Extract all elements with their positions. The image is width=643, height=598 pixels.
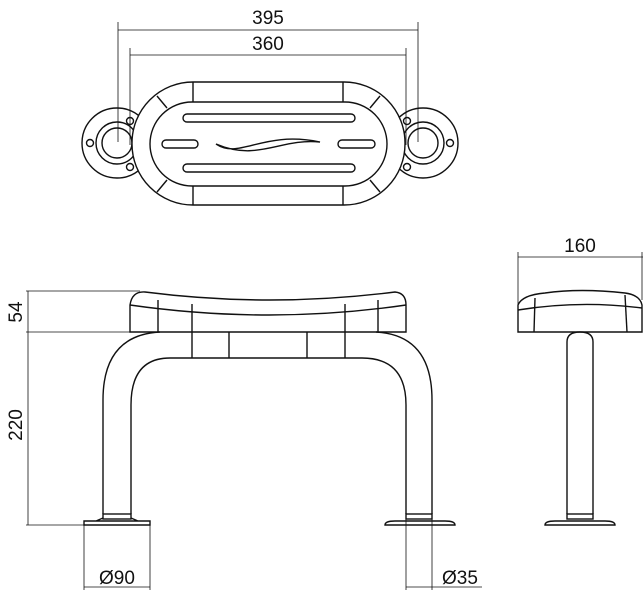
dimension-diameter-35: Ø35 [405, 519, 482, 590]
dimension-label-160: 160 [564, 236, 596, 257]
dimension-label-diameter-90: Ø90 [99, 568, 135, 589]
seat-front [129, 291, 407, 333]
dimension-160: 160 [517, 236, 643, 332]
top-view: 395 360 [81, 8, 459, 206]
dimension-label-220: 220 [6, 409, 27, 441]
dimension-diameter-90: Ø90 [83, 525, 151, 590]
front-view: 54 220 [6, 290, 482, 590]
dimension-395: 395 [117, 8, 419, 142]
side-view: 160 [517, 236, 643, 526]
base-plate-left [83, 513, 151, 526]
dimension-54: 54 [6, 290, 140, 333]
seat-top [131, 81, 406, 206]
dimension-label-diameter-35: Ø35 [442, 568, 478, 589]
dimension-label-54: 54 [6, 301, 27, 323]
dimension-360: 360 [129, 34, 407, 145]
post-side [544, 331, 616, 526]
logo-wave [215, 138, 321, 152]
dimension-label-395: 395 [252, 8, 284, 29]
base-plate-right [384, 513, 456, 526]
dimension-label-360: 360 [252, 34, 284, 55]
seat-side [517, 289, 643, 333]
dimension-220: 220 [6, 332, 85, 526]
leg-frame [102, 331, 433, 514]
